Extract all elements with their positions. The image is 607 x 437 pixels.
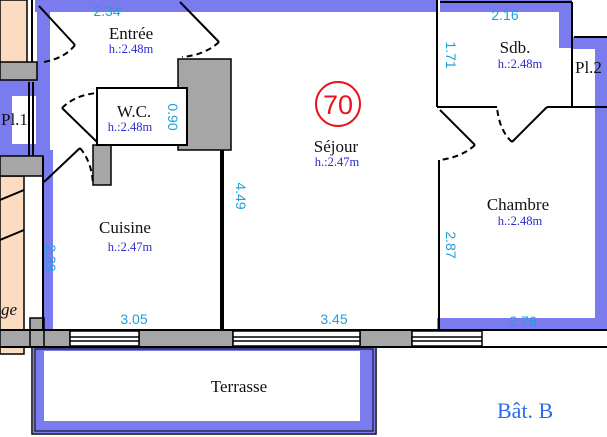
height-sejour: h.:2.47m (315, 155, 360, 169)
doors (38, 1, 548, 186)
dim-sdb-width: 2.16 (491, 7, 518, 23)
height-entree: h.:2.48m (109, 42, 154, 56)
terrasse-floor (44, 351, 360, 421)
dim-chambre-width: 2.76 (509, 313, 536, 329)
height-sdb: h.:2.48m (498, 57, 543, 71)
building-label: Bât. B (497, 398, 553, 423)
room-sdb: Sdb. (500, 38, 531, 57)
room-entree: Entrée (109, 24, 153, 43)
height-chambre: h.:2.48m (498, 214, 543, 228)
neighbor-area-top (0, 0, 28, 65)
dim-chambre-depth: 2.87 (443, 231, 459, 258)
room-cuisine: Cuisine (99, 218, 151, 237)
room-wc: W.C. (117, 102, 151, 121)
room-pl2: Pl.2 (575, 58, 602, 77)
dim-sejour-width: 3.45 (320, 311, 347, 327)
room-terrasse: Terrasse (211, 377, 267, 396)
room-pl1: Pl.1 (1, 110, 28, 129)
room-sejour: Séjour (314, 137, 359, 156)
lot-number: 70 (323, 90, 353, 120)
lot-badge (315, 81, 361, 127)
dim-sejour-depth: 4.49 (233, 182, 249, 209)
dim-cuisine-depth: 2.39 (43, 244, 59, 271)
height-wc: h.:2.48m (108, 120, 153, 134)
neighbor-area-bottom (0, 175, 25, 355)
dim-cuisine-width: 3.05 (120, 311, 147, 327)
dim-wc-width: 0.90 (165, 103, 181, 130)
height-cuisine: h.:2.47m (108, 240, 153, 254)
dim-entree-width: 2.34 (93, 3, 120, 19)
windows (69, 330, 483, 347)
dim-sdb-depth: 1.71 (443, 41, 459, 68)
wc-room (96, 87, 188, 146)
wall-lines (0, 0, 607, 348)
room-chambre: Chambre (487, 195, 549, 214)
neighbor-label: ge (1, 300, 18, 319)
